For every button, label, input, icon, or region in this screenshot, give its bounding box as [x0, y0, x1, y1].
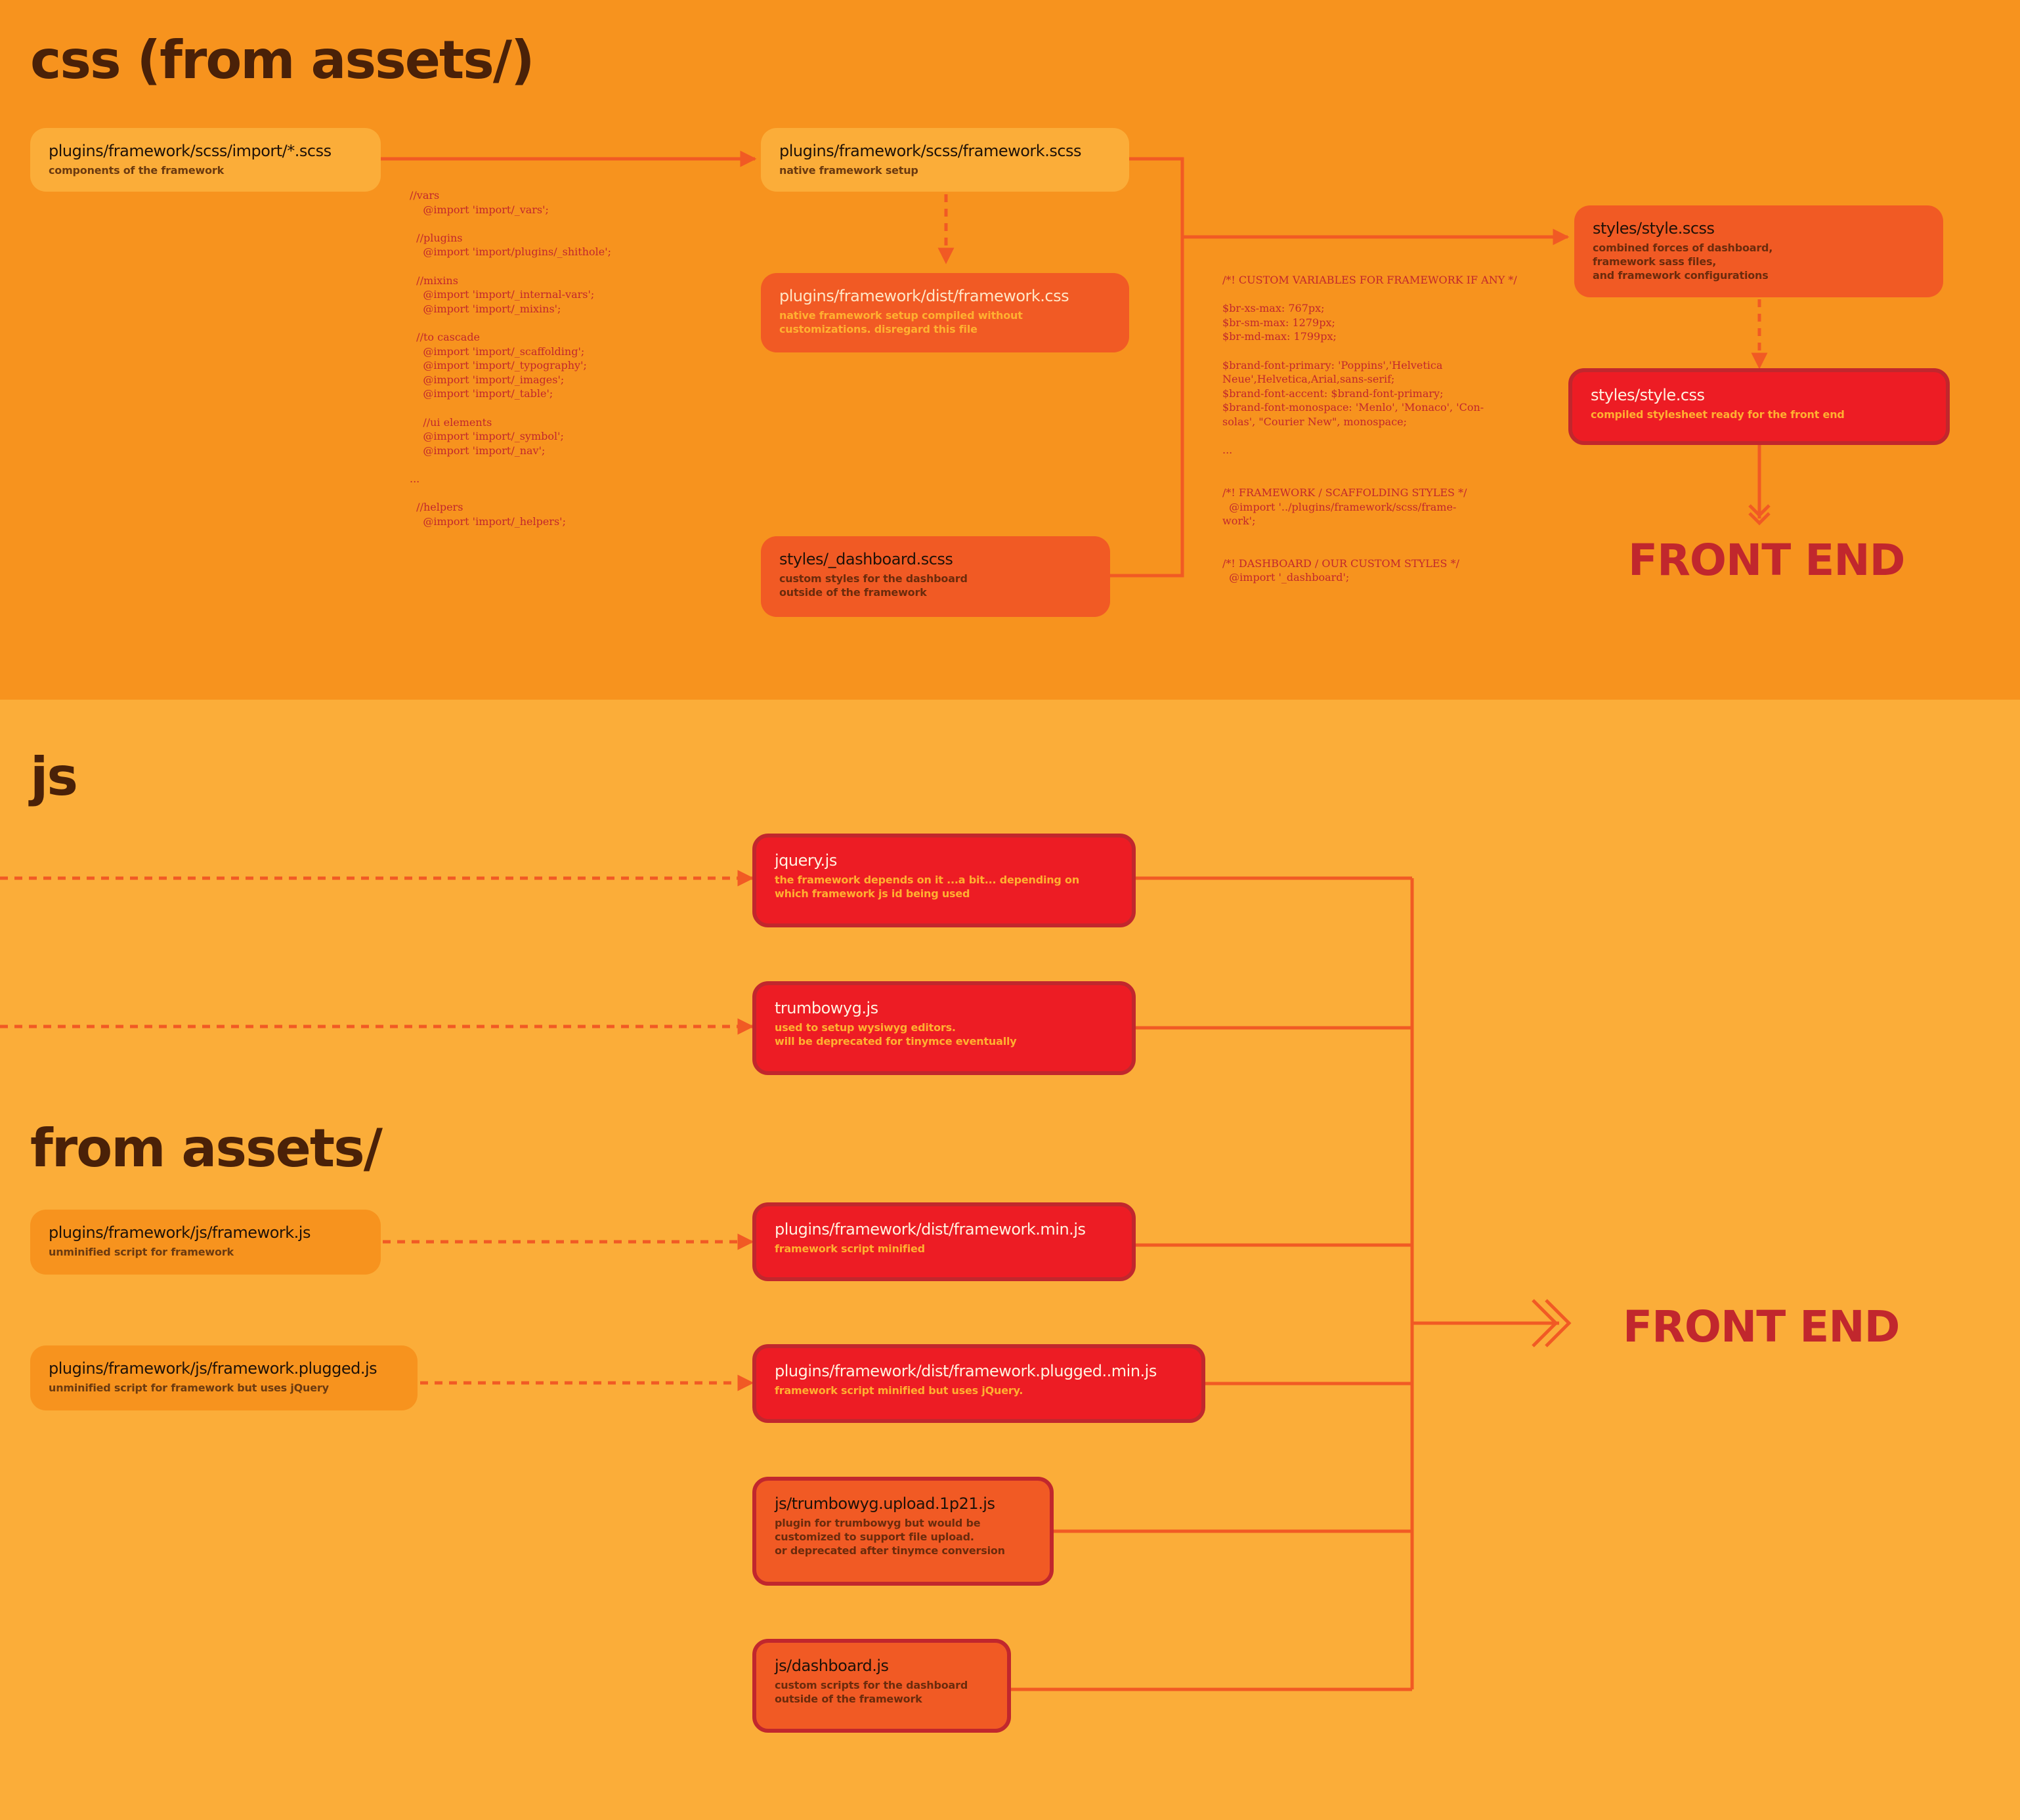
box-title: js/dashboard.js: [775, 1657, 889, 1675]
box-jquery: jquery.js the framework depends on it ..…: [752, 834, 1136, 927]
js-front-end-label: FRONT END: [1623, 1302, 1900, 1352]
box-title: plugins/framework/js/framework.plugged.j…: [49, 1359, 377, 1378]
chevron-icon: [1748, 504, 1771, 518]
box-trumbowyg: trumbowyg.js used to setup wysiwyg edito…: [752, 981, 1136, 1075]
box-style-css: styles/style.css compiled stylesheet rea…: [1568, 368, 1950, 445]
box-title: plugins/framework/scss/framework.scss: [779, 142, 1082, 160]
box-desc: unminified script for framework but uses…: [49, 1382, 329, 1394]
box-desc: framework script minified but uses jQuer…: [775, 1384, 1023, 1397]
chevron-icon: [1545, 1299, 1572, 1347]
js-heading: js: [30, 746, 78, 807]
box-title: trumbowyg.js: [775, 999, 878, 1017]
chevron-icon: [1748, 512, 1771, 526]
box-desc: unminified script for framework: [49, 1246, 234, 1258]
code-framework-imports: //vars @import 'import/_vars'; //plugins…: [410, 189, 612, 528]
box-framework-min-js: plugins/framework/dist/framework.min.js …: [752, 1202, 1136, 1281]
css-front-end-label: FRONT END: [1628, 535, 1905, 585]
box-import-scss: plugins/framework/scss/import/*.scss com…: [30, 128, 381, 192]
box-desc: native framework setup compiled without …: [779, 309, 1023, 335]
box-desc: native framework setup: [779, 164, 918, 177]
box-desc: components of the framework: [49, 164, 225, 177]
box-desc: used to setup wysiwyg editors. will be d…: [775, 1021, 1017, 1048]
box-desc: custom styles for the dashboard outside …: [779, 572, 968, 599]
js-subheading: from assets/: [30, 1118, 383, 1179]
box-title: jquery.js: [775, 851, 837, 870]
box-title: plugins/framework/dist/framework.css: [779, 287, 1069, 305]
box-desc: custom scripts for the dashboard outside…: [775, 1679, 968, 1705]
box-title: js/trumbowyg.upload.1p21.js: [775, 1494, 995, 1513]
box-trumbowyg-upload: js/trumbowyg.upload.1p21.js plugin for t…: [752, 1477, 1054, 1586]
box-framework-plugged-min-js: plugins/framework/dist/framework.plugged…: [752, 1344, 1205, 1423]
box-desc: plugin for trumbowyg but would be custom…: [775, 1517, 1005, 1557]
code-style-scss: /*! CUSTOM VARIABLES FOR FRAMEWORK IF AN…: [1222, 274, 1517, 584]
box-framework-scss: plugins/framework/scss/framework.scss na…: [761, 128, 1129, 192]
box-framework-plugged-js: plugins/framework/js/framework.plugged.j…: [30, 1345, 418, 1410]
box-desc: combined forces of dashboard, framework …: [1593, 242, 1773, 282]
box-title: plugins/framework/scss/import/*.scss: [49, 142, 332, 160]
box-title: plugins/framework/js/framework.js: [49, 1223, 311, 1242]
box-dashboard-scss: styles/_dashboard.scss custom styles for…: [761, 536, 1110, 617]
box-title: plugins/framework/dist/framework.min.js: [775, 1220, 1086, 1238]
chevron-icon: [1532, 1299, 1558, 1347]
box-title: styles/style.scss: [1593, 219, 1715, 238]
box-title: styles/style.css: [1591, 386, 1705, 404]
box-framework-js: plugins/framework/js/framework.js unmini…: [30, 1210, 381, 1275]
box-desc: compiled stylesheet ready for the front …: [1591, 408, 1845, 421]
css-heading: css (from assets/): [30, 30, 535, 91]
box-desc: the framework depends on it ...a bit... …: [775, 874, 1080, 900]
box-title: styles/_dashboard.scss: [779, 550, 953, 568]
box-desc: framework script minified: [775, 1242, 925, 1255]
line-framework-to-merge: [1110, 157, 1184, 578]
box-title: plugins/framework/dist/framework.plugged…: [775, 1362, 1157, 1380]
box-style-scss: styles/style.scss combined forces of das…: [1574, 205, 1943, 297]
box-dashboard-js: js/dashboard.js custom scripts for the d…: [752, 1639, 1011, 1733]
box-framework-css: plugins/framework/dist/framework.css nat…: [761, 273, 1129, 352]
